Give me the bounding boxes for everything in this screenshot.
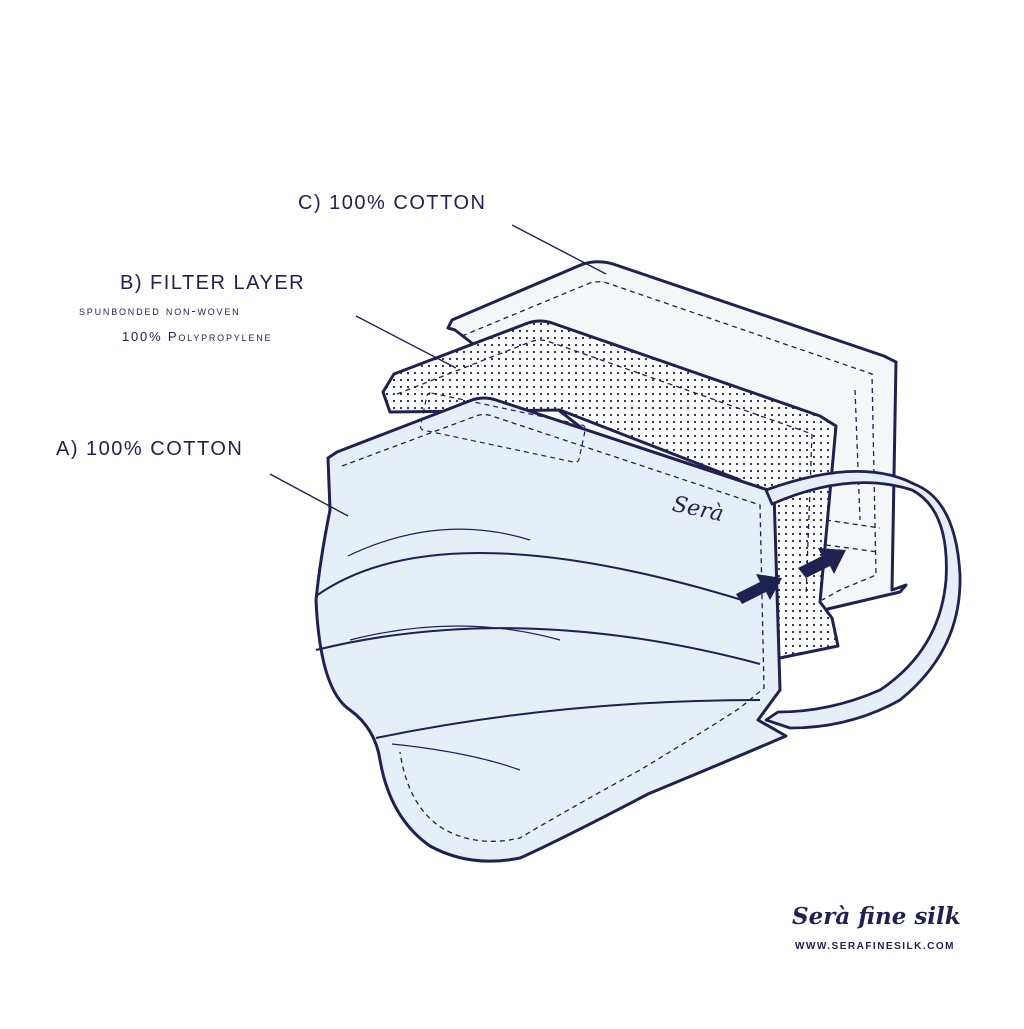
leader-lines	[269, 224, 607, 517]
brand-url: WWW.SERAFINESILK.COM	[795, 941, 955, 952]
label-layer-c: C) 100% COTTON	[298, 192, 487, 214]
insert-arrow-icon	[798, 548, 846, 578]
insert-arrow-icon	[736, 574, 782, 604]
ear-loop	[764, 469, 962, 730]
label-layer-a: A) 100% COTTON	[56, 438, 244, 460]
label-layer-b-sub1: spunbonded non-woven	[79, 303, 241, 318]
brand-name: Serà fine silk	[792, 903, 961, 930]
label-layer-b-sub2: 100% Polypropylene	[122, 329, 273, 344]
layer-a-cotton	[314, 392, 788, 863]
label-layer-b: B) FILTER LAYER	[120, 272, 306, 294]
